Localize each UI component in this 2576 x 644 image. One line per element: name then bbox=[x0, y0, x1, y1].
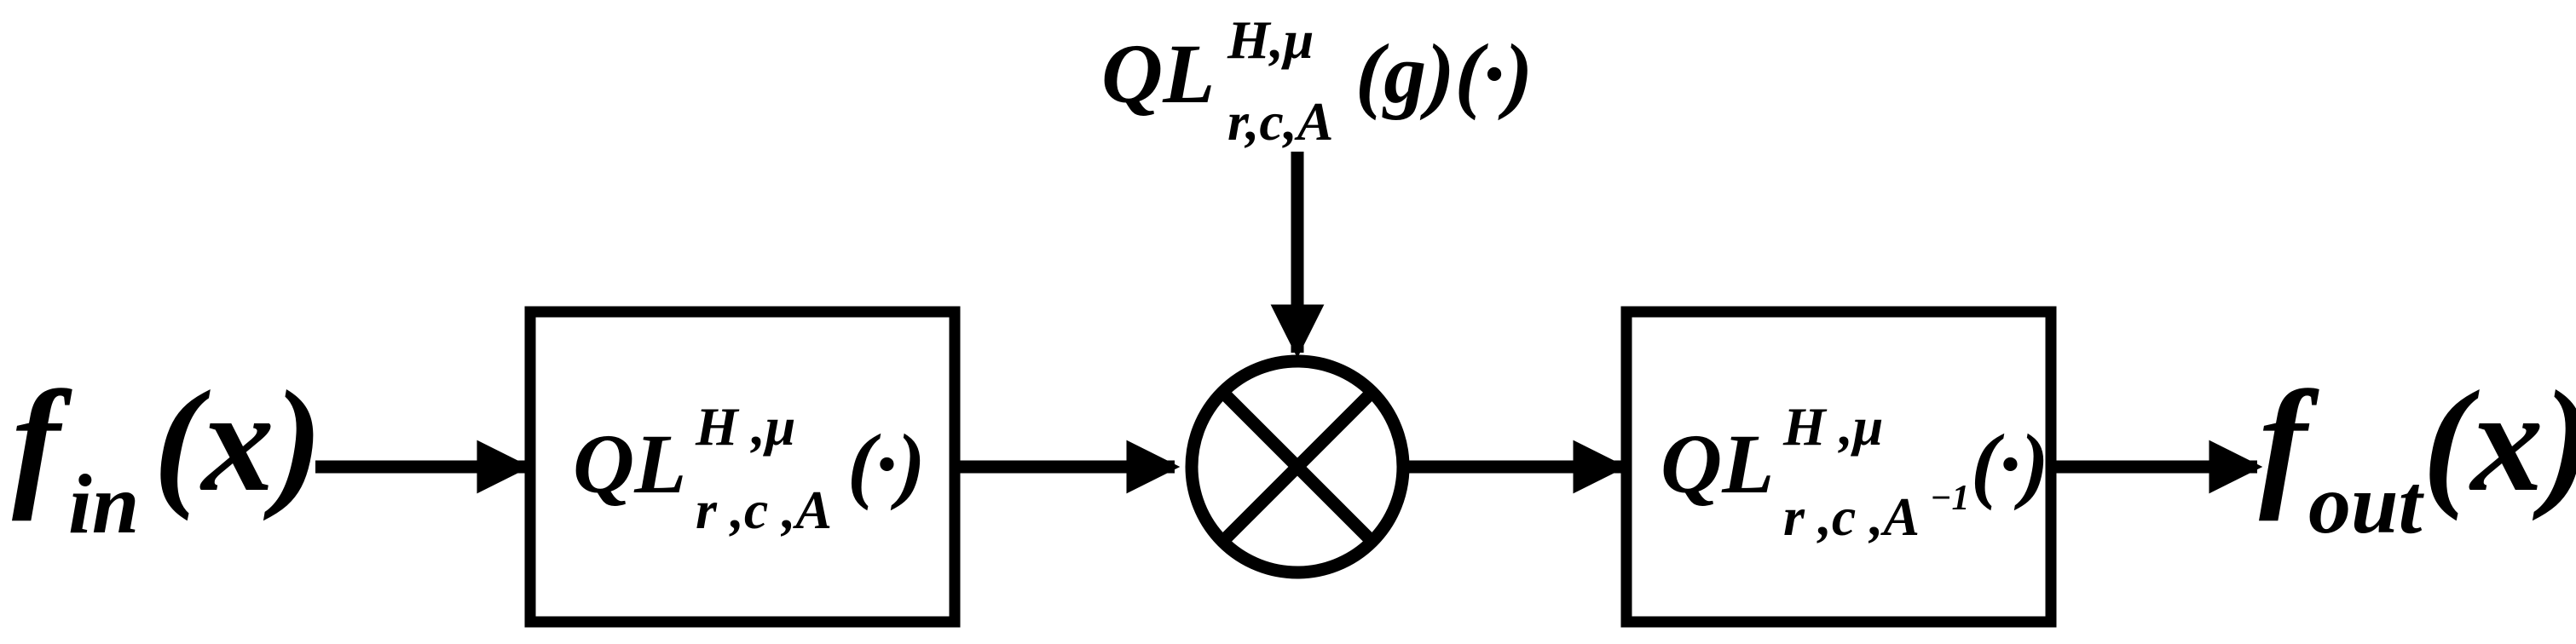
forward-transform-subscript: r ,c ,A bbox=[696, 480, 832, 540]
svg-text:r ,c ,A: r ,c ,A bbox=[1783, 486, 1920, 547]
svg-text:H ,μ: H ,μ bbox=[695, 396, 795, 457]
forward-transform-base: QL bbox=[573, 417, 686, 511]
modulation-input-subscript: r,c,A bbox=[1227, 91, 1333, 152]
svg-text:(·): (·) bbox=[1971, 417, 2049, 511]
input-signal-subscript: in bbox=[68, 457, 139, 551]
modulation-input-argument: (g)(·) bbox=[1355, 26, 1533, 121]
forward-transform-superscript: H ,μ bbox=[695, 396, 795, 457]
svg-text:QL: QL bbox=[573, 417, 686, 511]
inverse-transform-subscript: r ,c ,A bbox=[1783, 486, 1920, 547]
forward-transform-label: QL H ,μ r ,c ,A (·) bbox=[573, 396, 926, 540]
svg-text:(·): (·) bbox=[847, 417, 926, 511]
output-signal-subscript: out bbox=[2308, 457, 2425, 551]
svg-text:r ,c ,A: r ,c ,A bbox=[696, 480, 832, 540]
svg-text:QL: QL bbox=[1661, 417, 1774, 511]
svg-text:f: f bbox=[12, 361, 72, 521]
input-signal-label: f in (x) bbox=[12, 361, 322, 551]
svg-text:(g)(·): (g)(·) bbox=[1355, 26, 1533, 121]
svg-text:in: in bbox=[68, 457, 139, 551]
inverse-transform-block bbox=[1620, 306, 2057, 628]
svg-text:H ,μ: H ,μ bbox=[1782, 396, 1883, 457]
inverse-transform-superscript: H ,μ bbox=[1782, 396, 1883, 457]
inverse-transform-base: QL bbox=[1661, 417, 1774, 511]
svg-text:(x): (x) bbox=[2423, 361, 2576, 521]
modulation-input-superscript: H,μ bbox=[1227, 9, 1314, 70]
forward-transform-argument: (·) bbox=[847, 417, 926, 511]
output-signal-argument: (x) bbox=[2423, 361, 2576, 521]
modulation-input-base: QL bbox=[1101, 26, 1215, 121]
svg-text:H,μ: H,μ bbox=[1227, 9, 1314, 70]
svg-text:out: out bbox=[2308, 457, 2425, 551]
inverse-transform-argument: (·) bbox=[1971, 417, 2049, 511]
svg-text:−1: −1 bbox=[1930, 479, 1969, 518]
svg-text:(x): (x) bbox=[153, 361, 322, 521]
multiply-circle-icon bbox=[1185, 354, 1410, 579]
inverse-transform-power: −1 bbox=[1930, 479, 1969, 518]
forward-transform-block bbox=[524, 306, 961, 628]
inverse-transform-label: QL H ,μ r ,c ,A −1 (·) bbox=[1661, 396, 2049, 547]
svg-text:r,c,A: r,c,A bbox=[1227, 91, 1333, 152]
svg-text:QL: QL bbox=[1101, 26, 1215, 121]
output-signal-label: f out (x) bbox=[2259, 361, 2576, 551]
input-signal-symbol: f bbox=[12, 361, 72, 521]
modulation-input-label: QL H,μ r,c,A (g)(·) bbox=[1101, 9, 1533, 152]
input-signal-argument: (x) bbox=[153, 361, 322, 521]
